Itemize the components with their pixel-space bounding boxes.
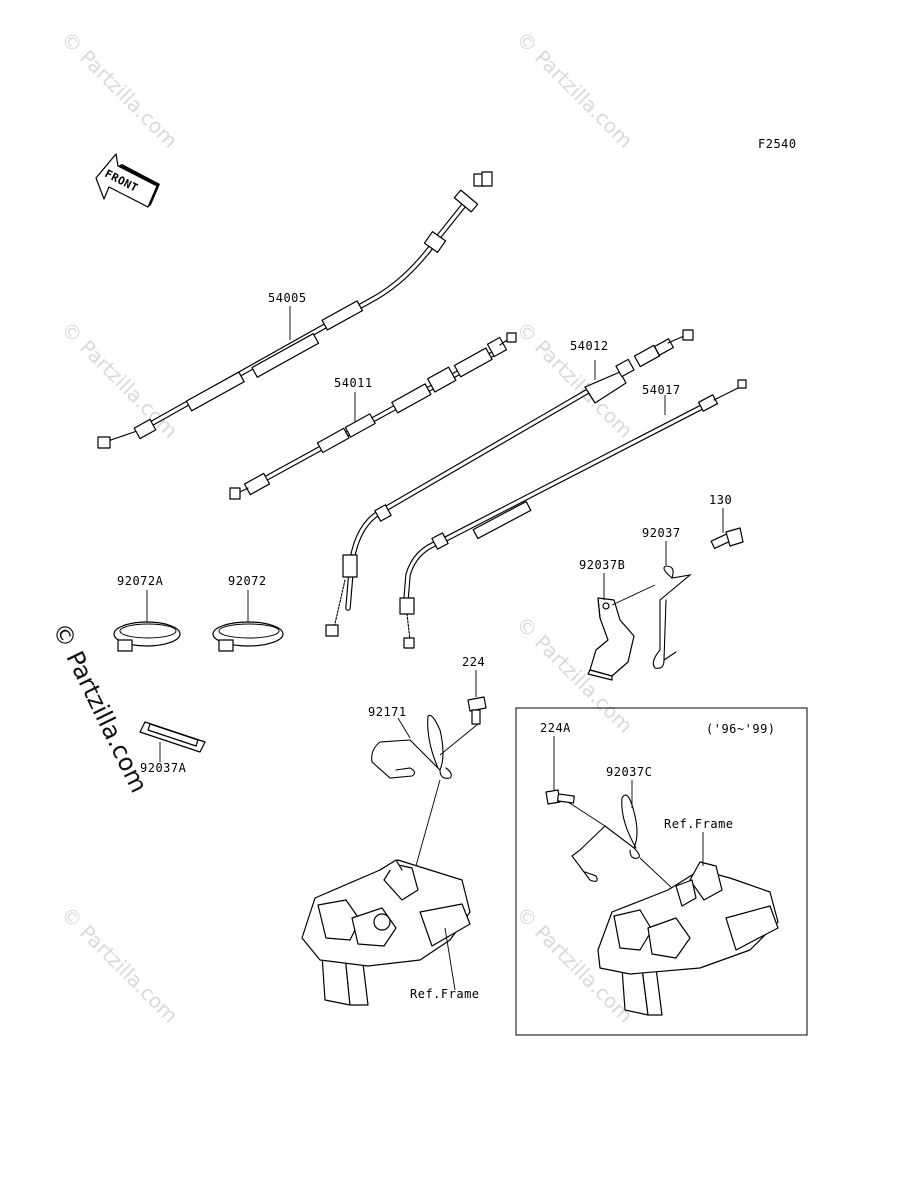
ref-frame-label-1: Ref.Frame [410,987,480,1001]
part-92171: 92171 [368,705,407,719]
part-92037A: 92037A [140,761,187,775]
inset-box [515,707,808,1036]
bolt-224A [545,789,575,805]
frame-left [301,859,471,1006]
bracket-92171 [371,714,452,779]
cable-54005 [97,171,493,449]
watermark-6: © Partzilla.com [56,902,182,1028]
watermark-1: © Partzilla.com [56,27,182,153]
part-92037C: 92037C [606,765,652,779]
cable-54017 [399,379,747,649]
bolt-224 [467,696,487,725]
inset-years: ('96~'99) [706,722,776,736]
part-54017: 54017 [642,383,681,397]
bolt-130 [710,527,744,550]
part-54012: 54012 [570,339,609,353]
part-92037: 92037 [642,526,681,540]
part-130: 130 [709,493,732,507]
ref-frame-label-2: Ref.Frame [664,817,734,831]
part-54005: 54005 [268,291,307,305]
figure-code: F2540 [758,137,797,151]
watermark-2: © Partzilla.com [511,27,637,153]
front-arrow-icon: FRONT [95,153,160,208]
part-224A: 224A [540,721,571,735]
cable-54011 [229,332,517,500]
tie-92072 [212,621,284,652]
tie-92072A [113,621,181,652]
watermark-3: © Partzilla.com [56,317,182,443]
part-92037B: 92037B [579,558,625,572]
bracket-92037B [587,597,635,681]
cable-54012 [325,329,694,637]
part-92072: 92072 [228,574,267,588]
pad-92037A [139,721,206,753]
part-54011: 54011 [334,376,373,390]
clamp-92037 [652,565,692,669]
part-224: 224 [462,655,485,669]
bracket-92037C [571,794,640,882]
part-92072A: 92072A [117,574,164,588]
frame-right [597,861,779,1016]
